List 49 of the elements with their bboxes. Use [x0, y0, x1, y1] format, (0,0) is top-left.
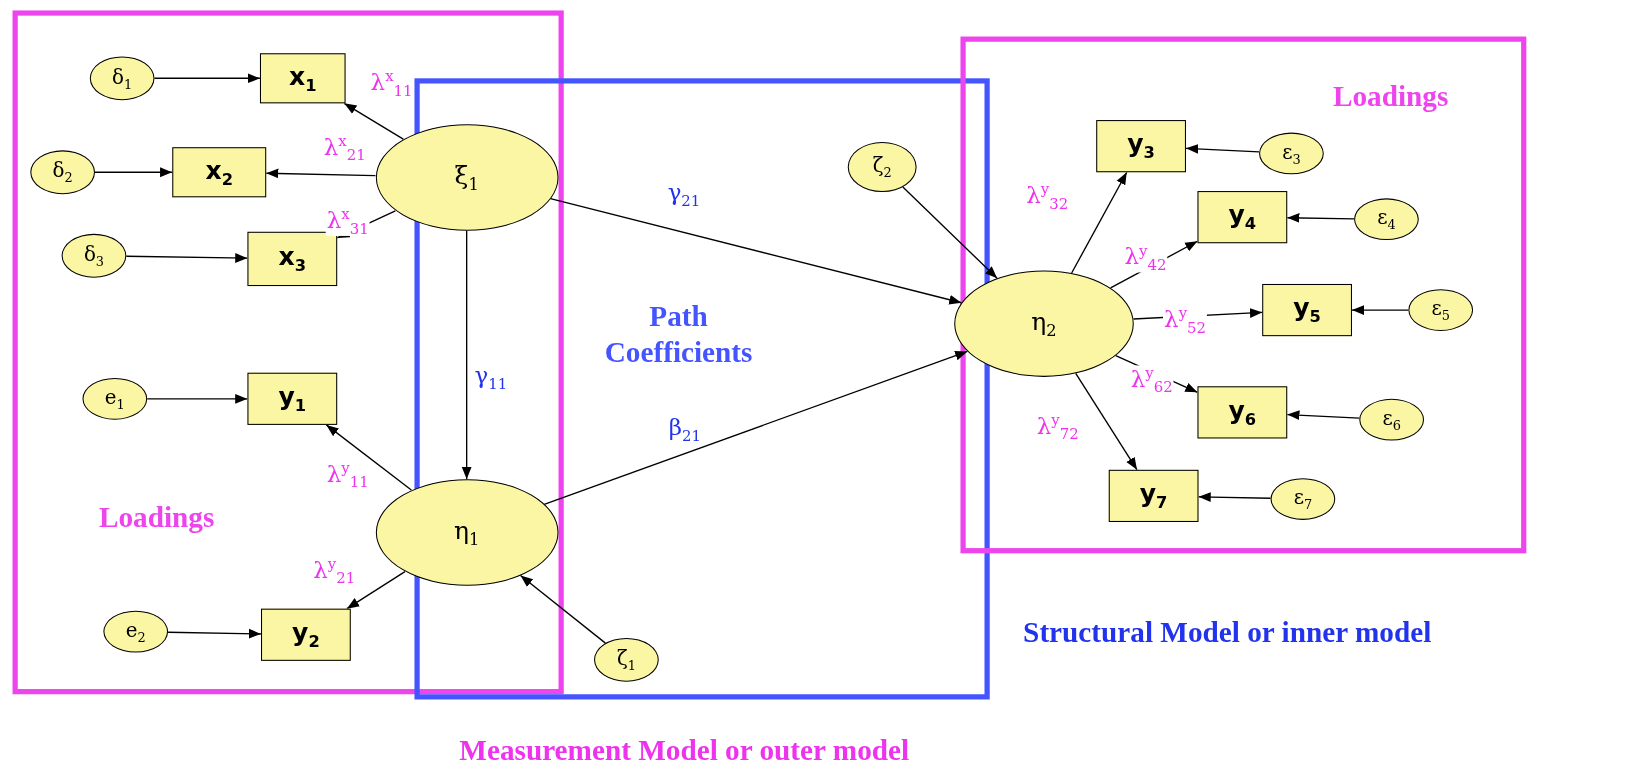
error-term-ellipse: ε$_{7}$	[1270, 478, 1336, 520]
error-term-ellipse: ε$_{6}$	[1359, 398, 1424, 441]
arrow	[125, 253, 249, 263]
indicator-box: y$_{2}$	[261, 608, 351, 661]
indicator-box: x$_{3}$	[247, 231, 338, 287]
error-term-ellipse: δ$_{2}$	[30, 150, 95, 195]
error-term-ellipse: ε$_{3}$	[1259, 132, 1324, 175]
arrow	[346, 571, 406, 610]
section-heading: Loadings	[97, 500, 216, 536]
indicator-box: y$_{5}$	[1262, 283, 1352, 337]
section-heading: Path Coefficients	[603, 298, 754, 371]
caption-text: Measurement Model or outer model	[459, 733, 910, 768]
indicator-box: x$_{1}$	[259, 53, 346, 104]
arrow	[902, 186, 998, 279]
error-term-ellipse: δ$_{1}$	[89, 56, 155, 101]
error-term-ellipse: e$_{2}$	[103, 610, 169, 653]
arrow	[94, 167, 173, 178]
indicator-box: y$_{6}$	[1197, 386, 1288, 439]
arrow	[153, 73, 261, 84]
error-term-ellipse: δ$_{3}$	[61, 233, 127, 278]
error-term-ellipse: ε$_{5}$	[1408, 289, 1474, 331]
error-term-ellipse: ζ$_{1}$	[594, 637, 659, 682]
arrow	[549, 198, 963, 305]
error-term-ellipse: ζ$_{2}$	[847, 142, 917, 193]
arrow	[1071, 171, 1128, 274]
indicator-box: y$_{7}$	[1108, 469, 1199, 522]
section-heading: Loadings	[1331, 79, 1450, 115]
indicator-box: y$_{4}$	[1197, 191, 1288, 244]
arrow	[167, 628, 262, 639]
arrow	[1197, 492, 1272, 502]
arrow	[325, 424, 412, 491]
arrow	[1075, 372, 1138, 471]
arrow	[1185, 144, 1260, 154]
arrow	[1286, 410, 1361, 421]
arrow	[519, 574, 607, 644]
indicator-box: y$_{1}$	[247, 372, 338, 425]
error-term-ellipse: e$_{1}$	[82, 377, 148, 420]
arrow	[265, 168, 377, 179]
arrow	[461, 230, 472, 480]
arrow	[1351, 305, 1410, 315]
arrow	[543, 350, 969, 506]
caption-text: Structural Model or inner model	[1023, 615, 1432, 650]
edge-label: β$_{21}$	[667, 416, 702, 444]
arrow	[146, 393, 249, 404]
indicator-box: x$_{2}$	[172, 147, 267, 198]
error-term-ellipse: ε$_{4}$	[1354, 198, 1419, 241]
arrow	[343, 102, 404, 140]
indicator-box: y$_{3}$	[1096, 120, 1186, 173]
arrow	[1286, 213, 1355, 223]
